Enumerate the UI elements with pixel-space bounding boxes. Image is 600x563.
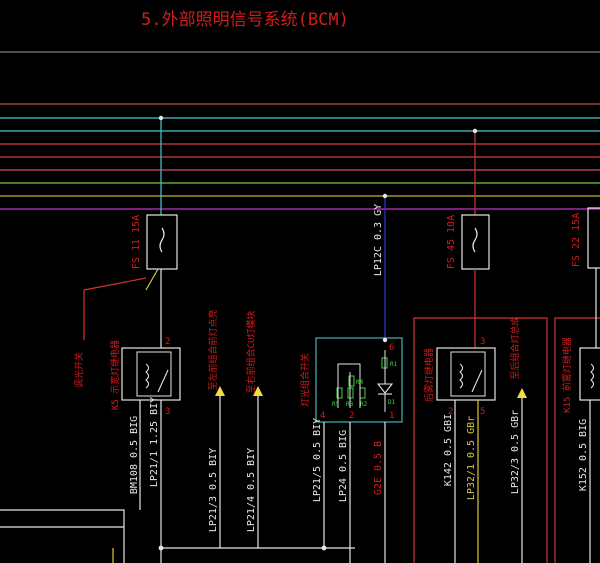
resistor-r5 [336,387,343,399]
wire-fs11-yellow [145,268,159,291]
relay-k5: 2 3 [121,337,181,417]
light-switch-assembly: R4 R5 R3 R2 R1 D1 6 4 2 1 [315,337,403,423]
fuse-fs11: FS 11 15A [131,214,178,270]
wire-lp21-4-label: LP21/4 0.5 BIY [246,448,257,532]
label-to-rear-fog: 至后组合灯总成 [509,316,521,379]
tap-node-fs11 [158,115,164,121]
switch-label-r4: R4 [356,379,364,386]
wire-lp32-3-label: LP32/3 0.5 GBr [510,410,521,494]
bus-lines [0,51,600,210]
switch-pin4: 4 [320,411,325,421]
diagram-title: 5.外部照明信号系统(BCM) [141,10,349,30]
fuse-fs22-label: FS 22 15A [571,213,582,267]
tap-node-fs45 [472,128,478,134]
arrow-lp32-3 [517,388,527,398]
wire-lp12c-label: LP12C 0.3 GY [373,204,384,276]
wire-g2e-label: G2E 0.5 B [373,441,384,495]
wire-bottom-left [0,509,125,563]
wire-bm108-label: BM108 0.5 BIG [129,416,140,494]
relay-k5-pin2: 2 [165,337,170,347]
wire-lp21-5-label: LP21/5 0.5 BIY [312,418,323,502]
arrow-lp21-4 [253,386,263,396]
wire-k142-label: K142 0.5 GBI [443,414,454,486]
wire-k152-label: K152 0.5 BIG [578,419,589,491]
relay-k14-pin3: 3 [480,337,485,347]
arrow-lp21-3 [215,386,225,396]
annotation-pointer-left [83,277,147,291]
relay-k14-pin2: 2 [448,407,453,417]
fuse-fs22: FS 22 15A [571,207,600,269]
relay-k14-pin5: 5 [480,407,485,417]
switch-label-r5: R5 [332,401,340,408]
relay-k14: 3 2 5 [436,337,496,417]
wire-lp24-label: LP24 0.5 BIG [338,430,349,502]
switch-label-r3: R3 [346,401,354,408]
relay-k5-pin3: 3 [165,407,170,417]
switch-pin1: 1 [389,411,394,421]
wire-lp32-1-label: LP32/1 0.5 GBr [466,416,477,500]
fuse-fs11-label: FS 11 15A [131,215,142,269]
switch-name-label: 灯光组合开关 [299,353,311,407]
switch-label-r1: R1 [390,361,398,368]
switch-pin2: 2 [349,411,354,421]
wire-junction-1 [158,545,164,551]
tap-node-lp12c [382,193,388,199]
annotation-left: 调光开关 [73,352,85,388]
rear-fog-frame [413,317,548,563]
switch-node-top [382,337,388,343]
switch-pin6: 6 [389,343,394,353]
resistor-r4 [348,375,355,387]
relay-k15-label: K15 前雾灯继电器 [561,337,573,413]
relay-k15 [579,347,600,401]
wire-lp21-1-label: LP21/1 1.25 BIY [149,397,160,487]
label-to-right-front: 至右前组合CU灯模块 [245,311,257,394]
switch-label-r2: R2 [360,401,368,408]
relay-k14-label: 后雾灯继电器 [423,348,435,402]
label-to-left-front: 至左前组合前灯点亮 [207,309,219,390]
front-fog-frame [554,317,600,563]
wire-lp21-3-label: LP21/3 0.5 BIY [208,448,219,532]
switch-label-d1: D1 [388,399,396,406]
fuse-fs45-label: FS 45 10A [446,215,457,269]
relay-k5-label: K5 示宽灯继电器 [109,340,121,410]
